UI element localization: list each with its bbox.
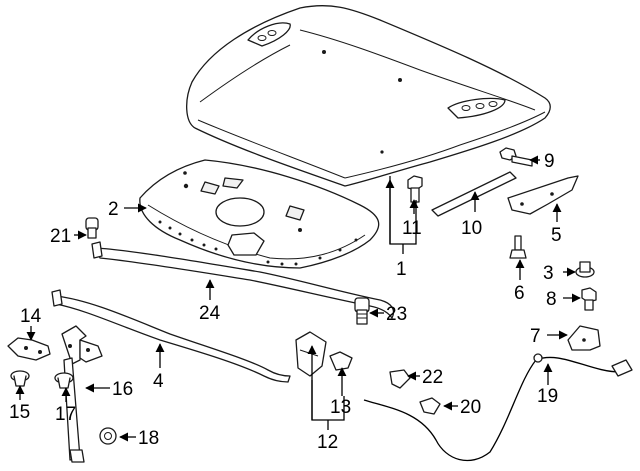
callout-18: 18	[138, 428, 159, 449]
callout-7: 7	[530, 326, 541, 347]
callout-1: 1	[396, 259, 407, 280]
bracket-7	[567, 325, 601, 351]
seal-strip-10	[431, 171, 517, 217]
bumper-21	[85, 217, 99, 239]
stud-6	[509, 235, 527, 259]
callout-8: 8	[546, 289, 557, 310]
hood-latch	[295, 331, 327, 377]
hood-hinge	[61, 325, 103, 463]
bracket-5	[507, 175, 579, 215]
callout-5: 5	[551, 225, 562, 246]
bolt-11	[407, 175, 423, 203]
callout-10: 10	[461, 218, 482, 239]
callout-21: 21	[50, 226, 71, 247]
hood-insulator	[139, 159, 380, 269]
callout-15: 15	[9, 402, 30, 423]
callout-12: 12	[317, 432, 338, 453]
callout-3: 3	[543, 263, 554, 284]
callout-6: 6	[514, 283, 525, 304]
hood-vent-right	[447, 97, 506, 119]
hood-vent-left	[247, 22, 291, 47]
callout-22: 22	[422, 367, 443, 388]
callout-16: 16	[112, 379, 133, 400]
hinge-spring	[7, 337, 51, 361]
callout-13: 13	[330, 397, 351, 418]
support-rod	[51, 289, 291, 383]
callout-2: 2	[108, 199, 119, 220]
front-seal	[91, 241, 395, 319]
insulator-retainer-dots	[158, 220, 358, 266]
callout-17: 17	[55, 404, 76, 425]
callout-19: 19	[537, 386, 558, 407]
callout-labels: 1 2 3 4 5 6 7 8 9 10 11 12 13 14 15 16 1…	[9, 151, 562, 453]
bumper-23	[354, 297, 370, 325]
cable-clip-22	[389, 369, 411, 389]
hood-panel	[186, 5, 551, 187]
nut-18	[99, 427, 117, 445]
bolt-8	[581, 287, 597, 311]
callout-11: 11	[402, 218, 422, 239]
release-cable	[363, 353, 633, 462]
callout-4: 4	[153, 371, 164, 392]
callout-24: 24	[199, 303, 221, 324]
callout-23: 23	[386, 304, 407, 325]
bumper-17	[54, 372, 74, 389]
leader-lines	[15, 155, 581, 442]
callout-20: 20	[460, 397, 481, 418]
latch-clip-13	[329, 351, 353, 371]
cable-clip-20	[419, 397, 441, 415]
bumper-15	[10, 370, 30, 387]
bolt-9	[499, 147, 533, 167]
callout-9: 9	[544, 151, 555, 172]
callout-14: 14	[20, 306, 42, 327]
nut-3	[575, 261, 595, 278]
